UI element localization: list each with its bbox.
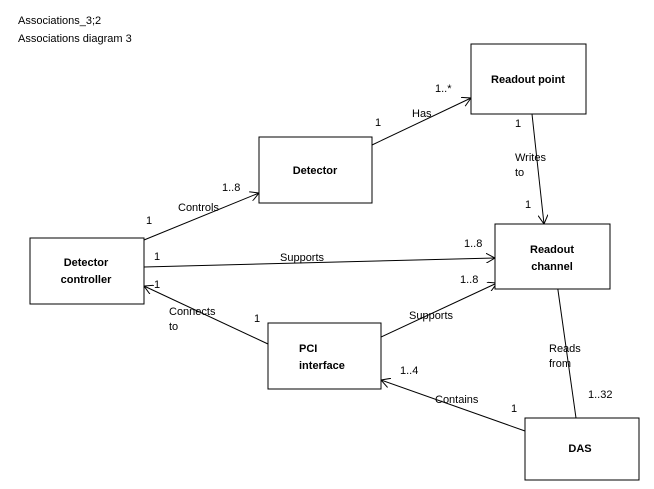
has-source-multiplicity: 1 [375, 117, 381, 129]
has-label: Has [412, 108, 432, 120]
has-association [371, 98, 471, 146]
supports-controller-label: Supports [280, 252, 325, 264]
detector-class[interactable]: Detector [258, 136, 373, 204]
connects-to-association [144, 286, 269, 345]
contains-association [381, 380, 526, 432]
detector-label: Detector [293, 165, 338, 177]
das-label: DAS [568, 443, 591, 455]
connects-to-label-line1: Connects [169, 306, 216, 318]
writes-to-label-line2: to [515, 167, 524, 179]
controls-source-multiplicity: 1 [146, 215, 152, 227]
contains-source-multiplicity: 1 [511, 403, 517, 415]
detector-controller-label-line1: Detector [64, 257, 109, 269]
reads-from-label-line1: Reads [549, 343, 581, 355]
has-target-multiplicity: 1..* [435, 83, 452, 95]
diagram-name: Associations_3;2 [18, 15, 101, 27]
supports-controller-source-multiplicity: 1 [154, 251, 160, 263]
supports-controller-association [143, 258, 495, 268]
supports-pci-label: Supports [409, 310, 454, 322]
reads-from-label-line2: from [549, 358, 571, 370]
readout-channel-label-line1: Readout [530, 244, 574, 256]
diagram-subtitle: Associations diagram 3 [18, 33, 132, 45]
supports-pci-target-multiplicity: 1..8 [460, 274, 478, 286]
connects-to-source-multiplicity: 1 [254, 313, 260, 325]
pci-interface-label-line2: interface [299, 360, 345, 372]
writes-to-label-line1: Writes [515, 152, 546, 164]
readout-point-label: Readout point [491, 74, 565, 86]
pci-interface-class[interactable]: PCI interface [267, 322, 382, 390]
supports-pci-association [380, 283, 497, 338]
contains-label: Contains [435, 394, 479, 406]
readout-channel-class[interactable]: Readout channel [494, 223, 611, 290]
writes-to-association [531, 113, 544, 224]
connects-to-label-line2: to [169, 321, 178, 333]
supports-controller-target-multiplicity: 1..8 [464, 238, 482, 250]
reads-from-association [556, 276, 577, 419]
contains-target-multiplicity: 1..4 [400, 365, 418, 377]
detector-controller-label-line2: controller [61, 274, 112, 286]
connects-to-target-multiplicity: 1 [154, 279, 160, 291]
writes-to-source-multiplicity: 1 [515, 118, 521, 130]
das-class[interactable]: DAS [524, 417, 640, 481]
writes-to-target-multiplicity: 1 [525, 199, 531, 211]
controls-association [143, 193, 259, 241]
pci-interface-label-line1: PCI [299, 343, 317, 355]
controls-target-multiplicity: 1..8 [222, 182, 240, 194]
reads-from-source-multiplicity: 1..32 [588, 389, 612, 401]
controls-label: Controls [178, 202, 219, 214]
readout-channel-label-line2: channel [531, 261, 573, 273]
detector-controller-class[interactable]: Detector controller [29, 237, 145, 305]
readout-point-class[interactable]: Readout point [470, 43, 587, 115]
